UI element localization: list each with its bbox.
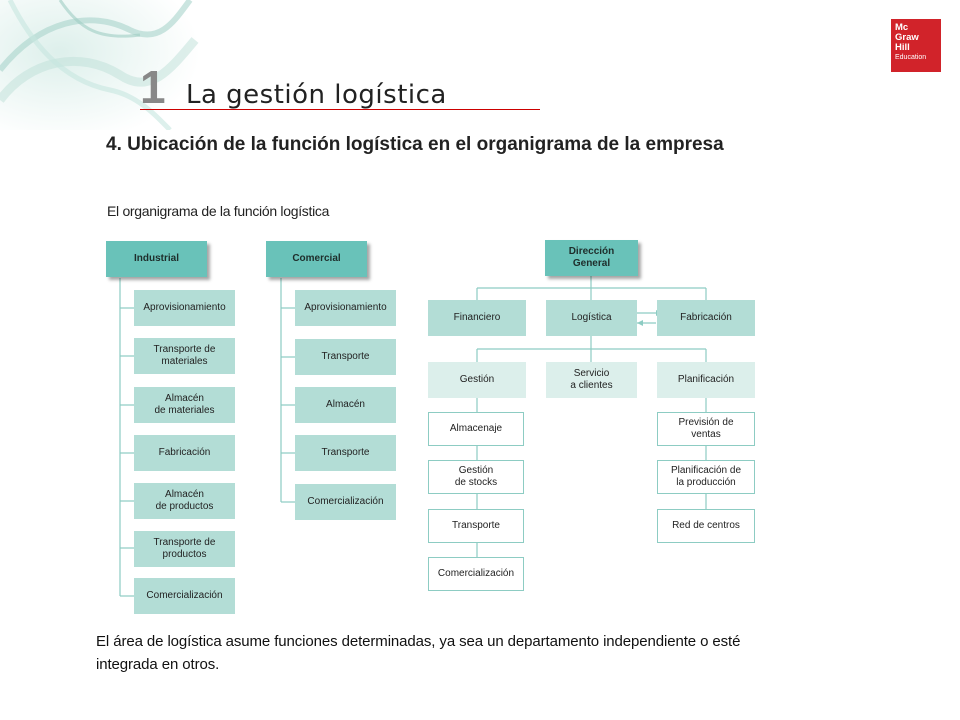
org-box-comercial-item: Transporte <box>295 339 396 375</box>
org-box-industrial-item: Fabricación <box>134 435 235 471</box>
logo-text-line: Education <box>895 54 927 61</box>
org-box-comercial-item: Aprovisionamiento <box>295 290 396 326</box>
logo-text-line: Hill <box>895 42 910 53</box>
org-box-gestion-item: Almacenaje <box>428 412 524 446</box>
logo-text-line: Mc <box>895 22 909 33</box>
chapter-title-underline <box>140 109 540 110</box>
org-box-planificacion-item: Previsión de ventas <box>657 412 755 446</box>
org-box-industrial-item: Almacén de materiales <box>134 387 235 423</box>
org-box-comercial-item: Transporte <box>295 435 396 471</box>
org-box-planificacion-item: Planificación de la producción <box>657 460 755 494</box>
org-box-industrial-item: Almacén de productos <box>134 483 235 519</box>
org-box-planificacion: Planificación <box>657 362 755 398</box>
org-box-comercial-item: Comercialización <box>295 484 396 520</box>
org-box-comercial: Comercial <box>266 241 367 277</box>
org-box-gestion-item: Comercialización <box>428 557 524 591</box>
logo-text-line: Graw <box>895 32 919 43</box>
org-box-industrial-item: Comercialización <box>134 578 235 614</box>
org-box-servicio-clientes: Servicio a clientes <box>546 362 637 398</box>
org-box-industrial-item: Transporte de materiales <box>134 338 235 374</box>
decorative-swirl-graphic <box>0 0 200 130</box>
publisher-logo: Mc Graw Hill Education <box>891 19 941 72</box>
org-box-fabricacion: Fabricación <box>657 300 755 336</box>
org-box-gestion-item: Transporte <box>428 509 524 543</box>
org-box-industrial: Industrial <box>106 241 207 277</box>
org-box-comercial-item: Almacén <box>295 387 396 423</box>
org-box-industrial-item: Aprovisionamiento <box>134 290 235 326</box>
chapter-number: 1 <box>140 61 166 113</box>
org-box-planificacion-item: Red de centros <box>657 509 755 543</box>
section-title: 4. Ubicación de la función logística en … <box>106 134 724 155</box>
body-text: El área de logística asume funciones det… <box>96 633 741 673</box>
org-box-gestion-item: Gestión de stocks <box>428 460 524 494</box>
chapter-title: La gestión logística <box>186 80 447 110</box>
org-box-gestion: Gestión <box>428 362 526 398</box>
org-box-industrial-item: Transporte de productos <box>134 531 235 567</box>
org-box-logistica: Logística <box>546 300 637 336</box>
org-box-financiero: Financiero <box>428 300 526 336</box>
figure-caption: El organigrama de la función logística <box>107 203 330 219</box>
org-box-direccion-general: Dirección General <box>545 240 638 276</box>
